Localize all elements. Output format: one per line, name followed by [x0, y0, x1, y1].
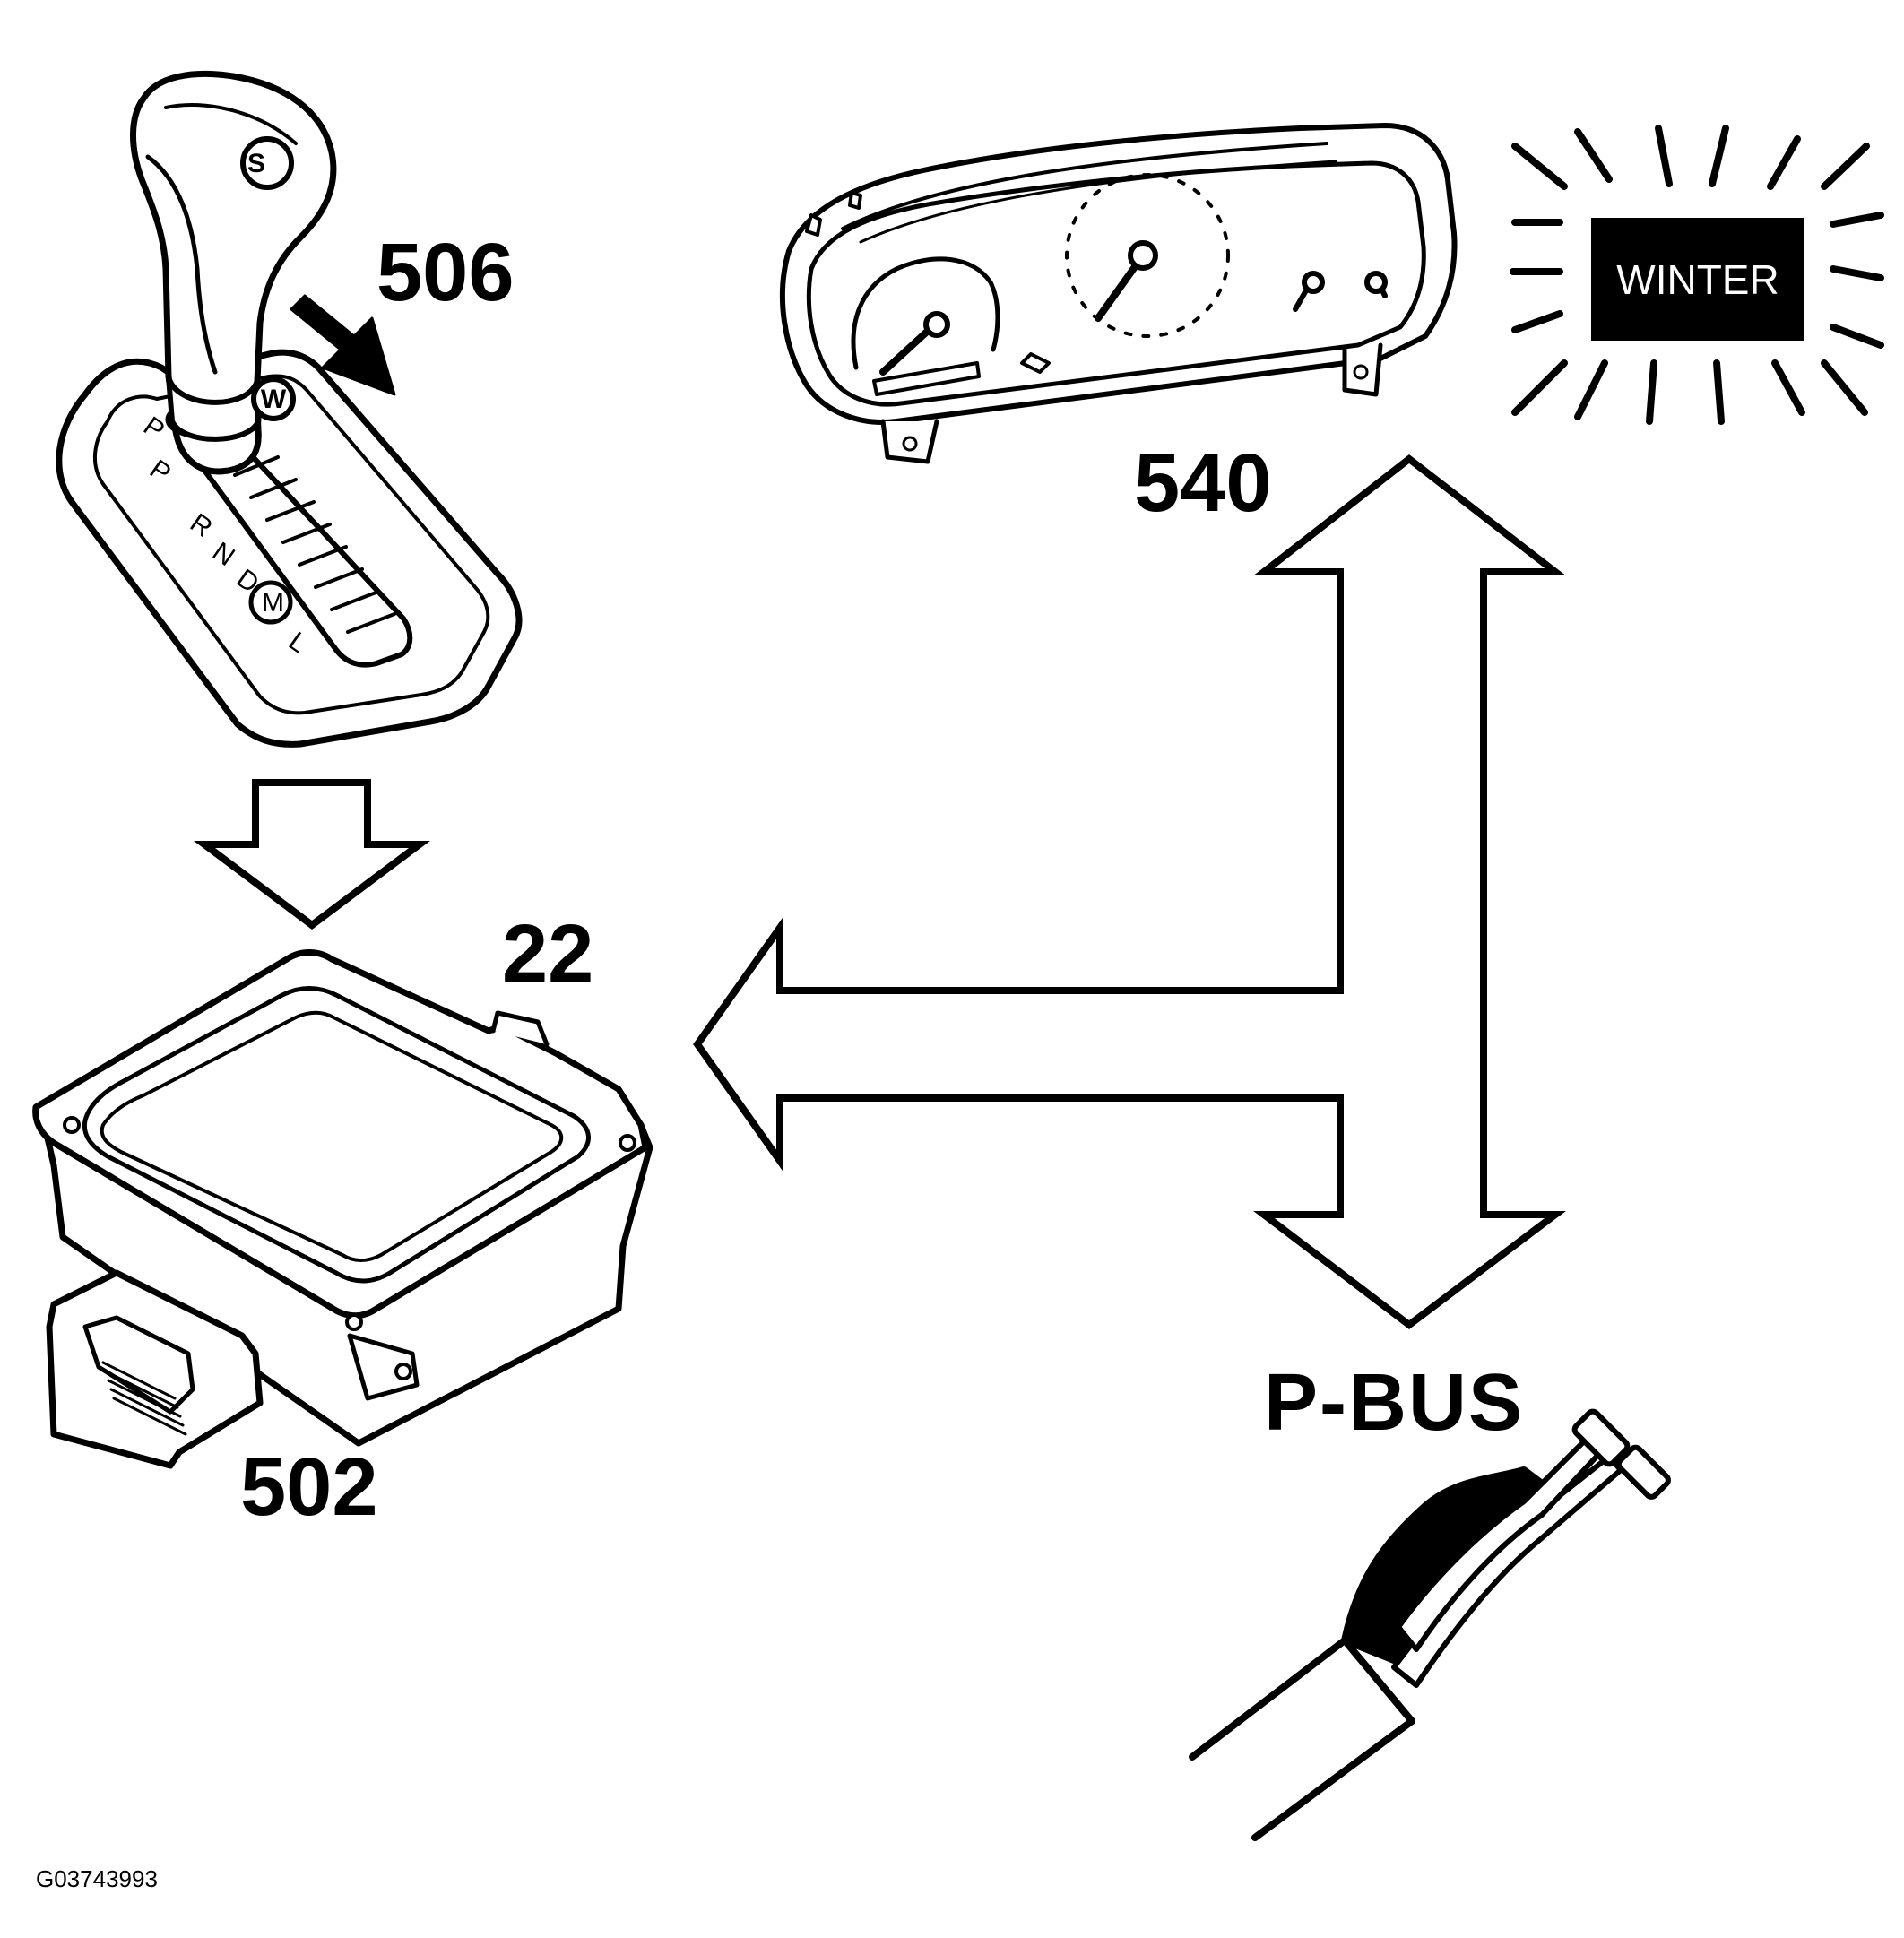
figure-id-label: G03743993 [36, 1865, 158, 1892]
gear-selector-icon [56, 70, 523, 748]
control-module-icon [32, 949, 653, 1469]
bus-callout-label: P-BUS [1264, 1358, 1524, 1448]
winter-button-letter: W [261, 385, 287, 414]
shifter-callout-label: 506 [376, 227, 515, 318]
winter-lamp-icon [1510, 125, 1884, 425]
gear-position-m: M [262, 588, 284, 618]
bus-arrow-icon [693, 454, 1566, 1330]
cluster-callout-label: 540 [1134, 437, 1272, 529]
winter-lamp-text: WINTER [1616, 256, 1779, 303]
knob-button-letter: S [247, 149, 265, 178]
module-bottom-callout-label: 502 [240, 1441, 378, 1533]
instrument-cluster-icon [779, 123, 1458, 464]
down-arrow-icon [194, 779, 430, 930]
module-top-callout-label: 22 [502, 908, 593, 999]
cable-connector-icon [1189, 1408, 1671, 1841]
